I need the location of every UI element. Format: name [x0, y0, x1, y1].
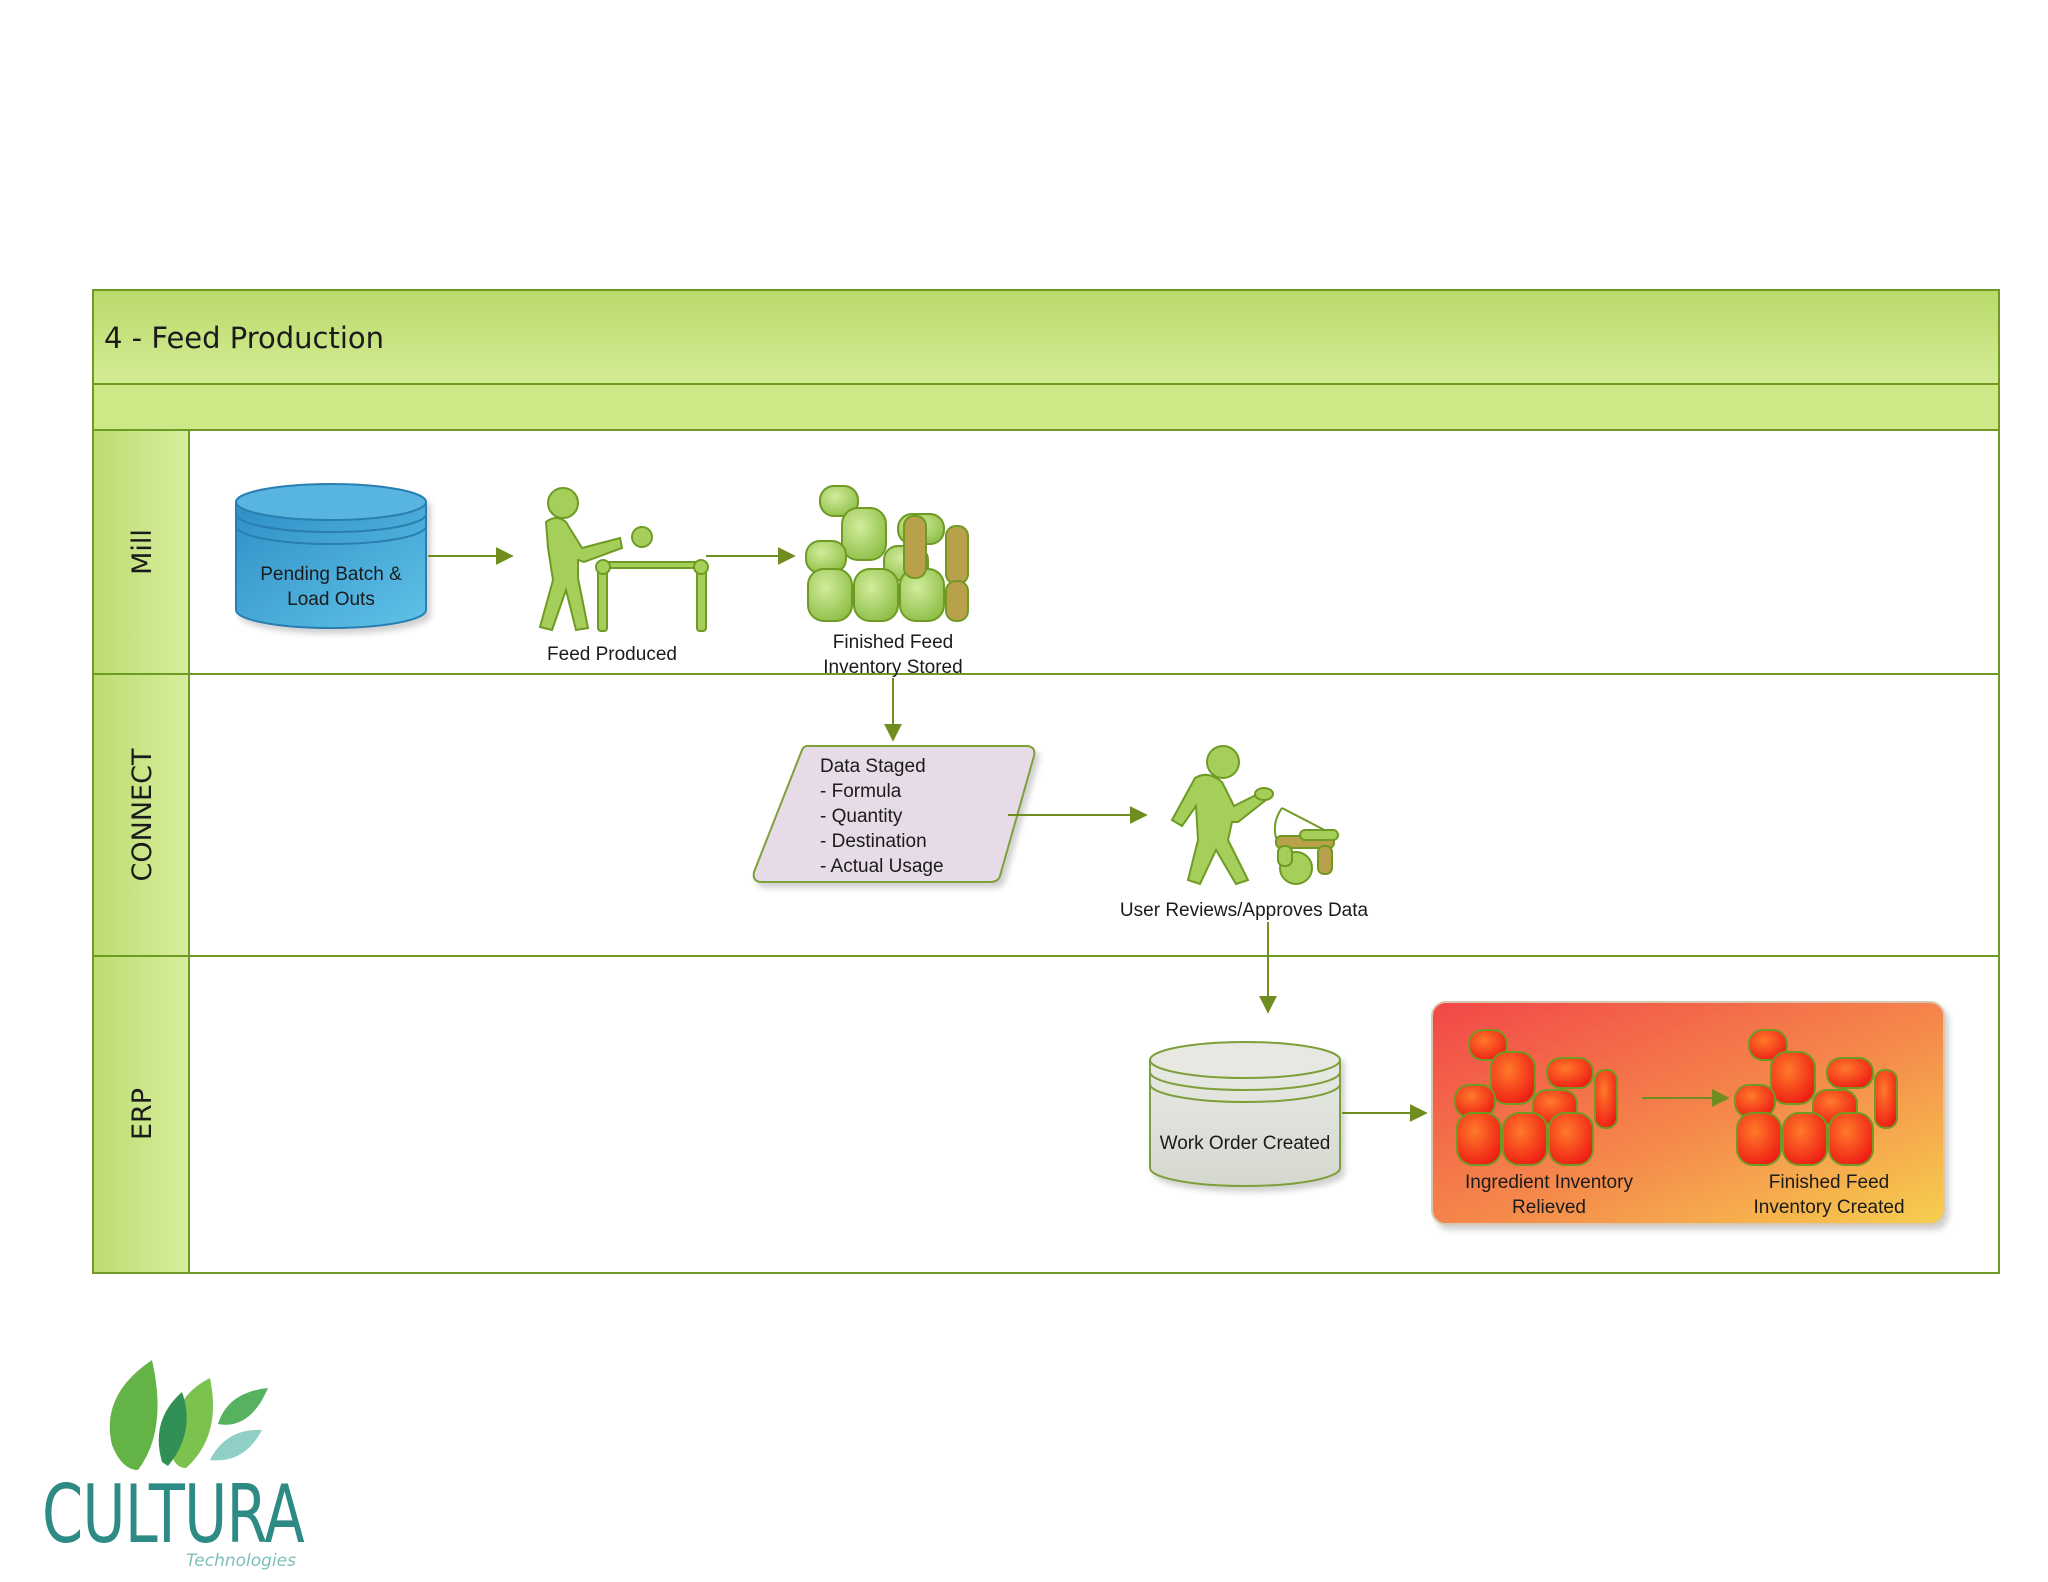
lane-header-erp [92, 955, 190, 1274]
logo-name: CULTURA [42, 1468, 305, 1561]
leaf-icon [109, 1360, 268, 1470]
label-work-order: Work Order Created [1160, 1133, 1331, 1154]
label-ingredient-relieved-2: Relieved [1512, 1197, 1586, 1218]
lane-label-connect: CONNECT [127, 748, 158, 881]
label-ingredient-relieved-1: Ingredient Inventory [1465, 1172, 1633, 1193]
diagram-title: 4 - Feed Production [104, 321, 384, 355]
label-feed-produced: Feed Produced [547, 644, 677, 665]
label-data-staged-1: Data Staged [820, 756, 926, 777]
lane-label-mill: Mill [127, 529, 158, 575]
node-pending-batch[interactable] [235, 483, 427, 629]
label-data-staged-5: - Actual Usage [820, 856, 944, 877]
label-pending-batch-2: Load Outs [287, 589, 375, 610]
node-feed-produced[interactable] [538, 487, 709, 632]
cultura-logo: CULTURA Technologies [42, 1360, 306, 1571]
label-finished-feed-stored-1: Finished Feed [833, 632, 953, 653]
worker-review-icon [1170, 745, 1339, 886]
node-user-reviews[interactable] [1170, 745, 1339, 886]
label-user-reviews: User Reviews/Approves Data [1120, 900, 1369, 921]
connectors [428, 547, 1730, 1122]
label-finished-feed-created-1: Finished Feed [1769, 1172, 1889, 1193]
logo-subtitle: Technologies [186, 1551, 296, 1571]
label-data-staged-2: - Formula [820, 781, 902, 802]
label-pending-batch-1: Pending Batch & [260, 564, 402, 585]
label-finished-feed-created-2: Inventory Created [1753, 1197, 1904, 1218]
node-data-staged[interactable] [752, 744, 1036, 883]
worker-machine-icon [538, 487, 709, 632]
label-data-staged-4: - Destination [820, 831, 927, 852]
label-finished-feed-stored-2: Inventory Stored [823, 657, 962, 678]
label-data-staged-3: - Quantity [820, 806, 903, 827]
lane-label-erp: ERP [127, 1088, 158, 1140]
node-work-order[interactable] [1149, 1041, 1341, 1187]
